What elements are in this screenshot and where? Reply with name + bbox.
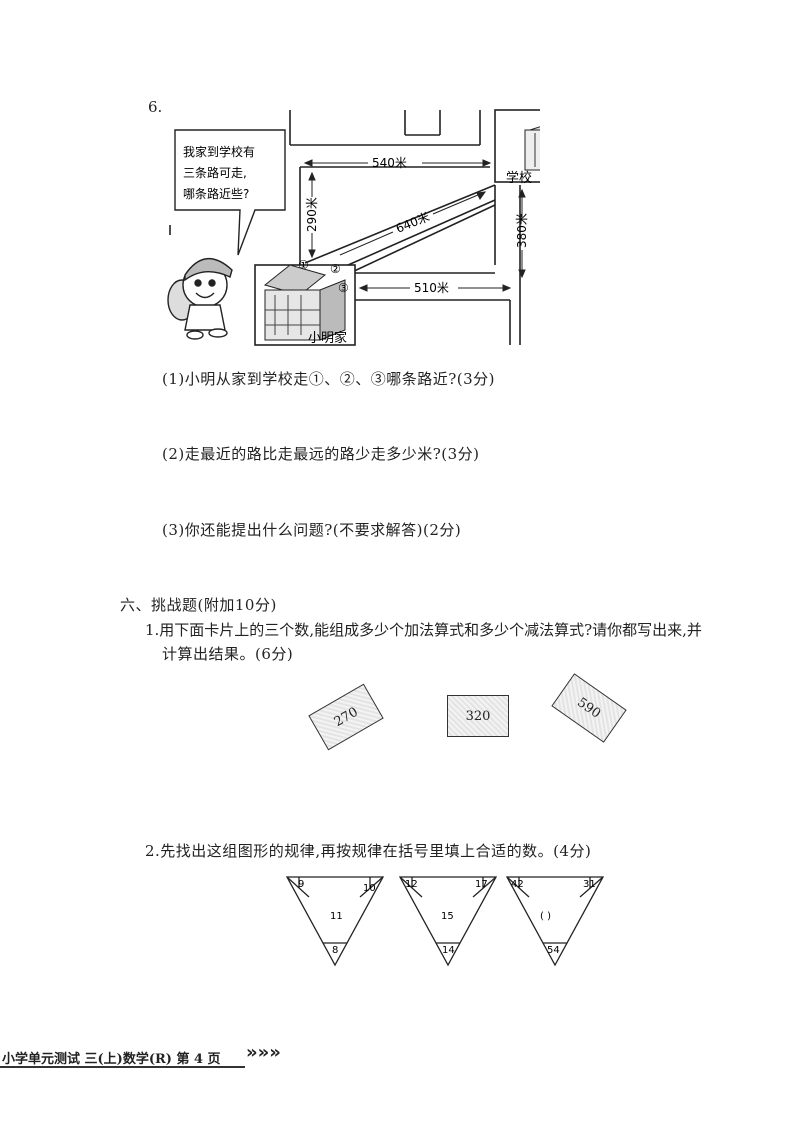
number-card-1: 270 — [308, 683, 384, 751]
card-2-value: 320 — [465, 708, 491, 724]
distance-bottom-label: 510米 — [414, 281, 449, 295]
triangle-pattern: 9 10 11 8 12 17 15 14 42 31 ( ) 54 — [285, 876, 605, 967]
triangle-2-center: 15 — [441, 911, 454, 922]
triangle-3-center: ( ) — [540, 911, 551, 922]
distance-diagonal-label: 640米 — [394, 210, 432, 236]
number-card-2: 320 — [447, 695, 509, 737]
triangle-3-right: 31 — [583, 879, 596, 890]
triangle-1-bottom: 8 — [332, 945, 338, 956]
route-1-marker: ① — [298, 258, 309, 272]
speech-line-1: 我家到学校有 — [183, 144, 255, 159]
speech-bubble — [174, 129, 286, 256]
school-building — [494, 109, 540, 183]
triangle-1-left: 9 — [298, 879, 304, 890]
number-card-3: 590 — [551, 673, 627, 743]
speech-line-3: 哪条路近些? — [183, 186, 249, 201]
triangle-1-right: 10 — [363, 883, 376, 894]
school-label: 学校 — [506, 170, 532, 186]
question-6-2: (2)走最近的路比走最远的路少走多少米?(3分) — [162, 445, 480, 463]
home-label: 小明家 — [308, 330, 347, 346]
footer-rule — [0, 1066, 245, 1068]
route-3-marker: ③ — [338, 281, 349, 295]
card-3-value: 590 — [574, 694, 604, 722]
challenge-1-line-2: 计算出结果。(6分) — [162, 645, 294, 663]
route-map: 学校 小明家 540米 290米 640米 3 — [167, 109, 540, 346]
challenge-1-line-1: 1.用下面卡片上的三个数,能组成多少个加法算式和多少个减法算式?请你都写出来,并 — [145, 621, 702, 639]
problem-number: 6. — [148, 98, 163, 116]
triangle-2-right: 17 — [475, 879, 488, 890]
triangle-2-bottom: 14 — [442, 945, 455, 956]
triangle-2-left: 12 — [405, 879, 418, 890]
speech-line-2: 三条路可走, — [183, 165, 247, 180]
route-2-marker: ② — [330, 262, 341, 276]
home-building — [254, 264, 356, 346]
triangle-3-left: 42 — [511, 879, 524, 890]
question-6-3: (3)你还能提出什么问题?(不要求解答)(2分) — [162, 521, 462, 539]
footer-text: 小学单元测试 三(上)数学(R) 第 4 页 — [2, 1052, 221, 1067]
card-1-value: 270 — [331, 704, 361, 730]
section-title: 六、挑战题(附加10分) — [120, 596, 277, 614]
triangle-3-bottom: 54 — [547, 945, 560, 956]
challenge-2-text: 2.先找出这组图形的规律,再按规律在括号里填上合适的数。(4分) — [145, 842, 592, 860]
distance-top-label: 540米 — [372, 156, 407, 170]
boy-illustration — [167, 257, 233, 340]
footer-arrow-icon: »»» — [246, 1042, 281, 1063]
question-6-1: (1)小明从家到学校走①、②、③哪条路近?(3分) — [162, 370, 496, 388]
distance-left-label: 290米 — [305, 197, 319, 232]
triangle-1-center: 11 — [330, 911, 343, 922]
distance-right-label: 380米 — [515, 213, 529, 248]
